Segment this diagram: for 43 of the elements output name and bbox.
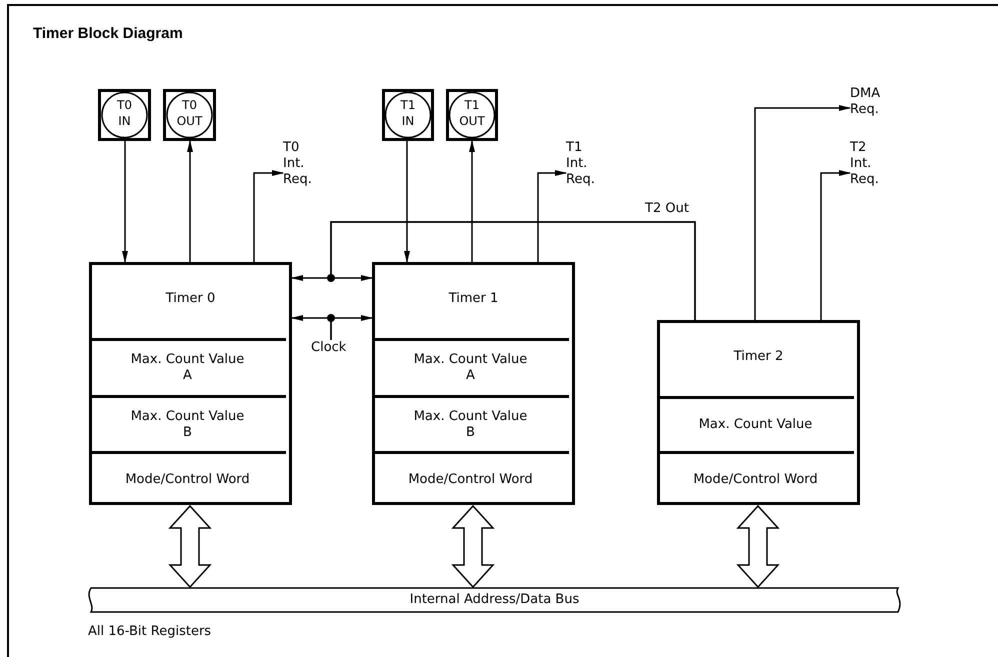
node-text: Timer 0 — [166, 290, 216, 306]
bus-double-arrow — [451, 504, 495, 588]
arrow — [330, 315, 373, 340]
node-text: T0 IN — [117, 98, 132, 128]
bus-double-arrow — [168, 504, 212, 588]
node-text: T1 IN — [400, 98, 416, 128]
node-text: T0 OUT — [176, 98, 202, 128]
node-text: Max. Count Value A — [130, 352, 246, 384]
node-text: T0 Int. Req. — [283, 140, 312, 187]
note-text: All 16-Bit Registers — [88, 624, 212, 640]
arrow — [187, 140, 193, 262]
arrow — [469, 140, 475, 262]
arrow — [537, 170, 567, 262]
node-text: Timer 2 — [734, 348, 784, 364]
node-text: DMA Req. — [850, 86, 880, 117]
arrow — [820, 170, 851, 320]
pin-symbol — [163, 89, 216, 141]
node-text: Max. Count Value — [698, 417, 812, 433]
timer-block — [89, 262, 292, 505]
data-bus — [87, 587, 902, 613]
node-text: T1 Int. Req. — [566, 140, 595, 187]
arrow — [253, 170, 284, 262]
bus-double-arrow — [736, 504, 780, 588]
node-text: Internal Address/Data Bus — [410, 592, 580, 607]
node-text: Timer 1 — [448, 290, 498, 306]
pin-symbol — [98, 89, 151, 141]
node-text: Max. Count Value B — [412, 408, 528, 440]
arrow — [754, 105, 851, 320]
arrow — [404, 141, 410, 263]
pin-symbol — [382, 89, 434, 141]
node-text: Clock — [311, 340, 346, 355]
node-text: Mode/Control Word — [125, 472, 250, 488]
node-text: T2 Int. Req. — [850, 140, 879, 187]
node-text: Max. Count Value B — [130, 408, 246, 440]
node-text: T1 OUT — [459, 98, 485, 128]
pin-symbol — [446, 89, 498, 141]
node-text: Mode/Control Word — [693, 472, 818, 488]
node-text: Mode/Control Word — [408, 472, 533, 488]
arrow — [122, 141, 128, 263]
timer-block — [657, 320, 860, 505]
timer-block — [372, 262, 575, 505]
node-text: Max. Count Value A — [412, 352, 528, 384]
diagram-title: Timer Block Diagram — [33, 25, 183, 42]
